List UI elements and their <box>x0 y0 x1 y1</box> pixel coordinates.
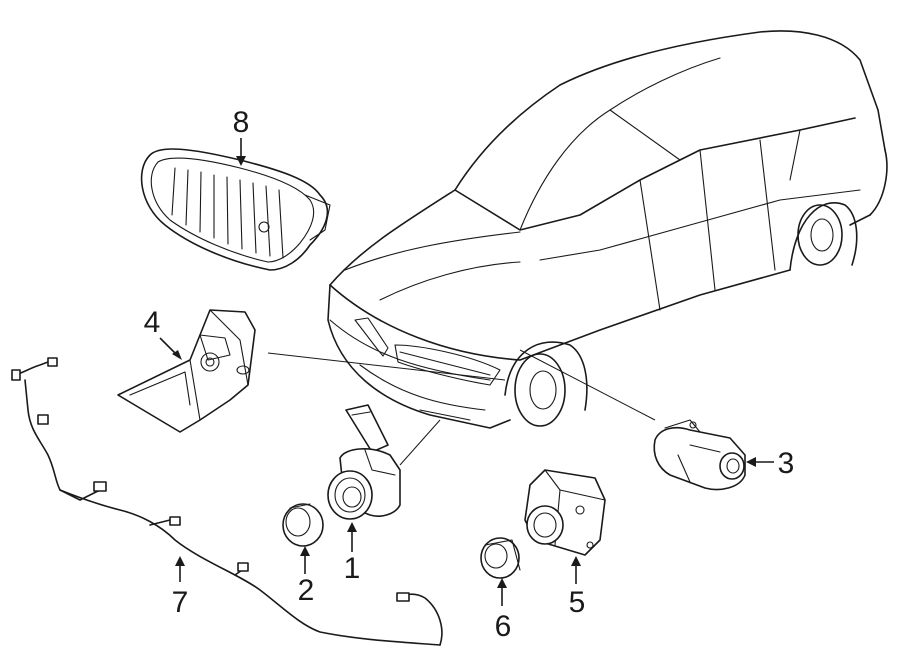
callout-3: 3 <box>778 447 795 480</box>
side-camera-part <box>653 419 746 491</box>
vehicle-outline <box>327 30 888 429</box>
camera-bracket-part <box>117 309 256 433</box>
wiring-harness-part <box>11 357 443 646</box>
callout-8: 8 <box>233 106 250 139</box>
callout-labels: 8 4 1 2 3 5 6 7 <box>144 106 795 643</box>
callout-5: 5 <box>569 586 586 619</box>
callout-6: 6 <box>495 610 512 643</box>
front-camera-part <box>524 469 606 556</box>
callout-2: 2 <box>298 574 315 607</box>
callout-1: 1 <box>344 552 361 585</box>
callout-7: 7 <box>172 586 189 619</box>
parking-sensor-part <box>327 404 401 520</box>
sensor-ring-part <box>282 503 324 547</box>
callout-4: 4 <box>144 306 161 339</box>
camera-ring-part <box>480 537 521 579</box>
grille-part <box>140 148 331 271</box>
callout-arrows <box>159 138 774 606</box>
leader-lines <box>267 349 656 466</box>
